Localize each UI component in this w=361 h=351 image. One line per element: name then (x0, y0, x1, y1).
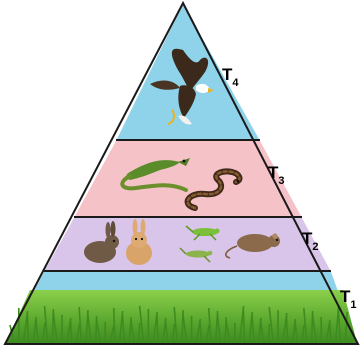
tier-2-band (45, 218, 330, 270)
grass-icon (6, 290, 357, 343)
